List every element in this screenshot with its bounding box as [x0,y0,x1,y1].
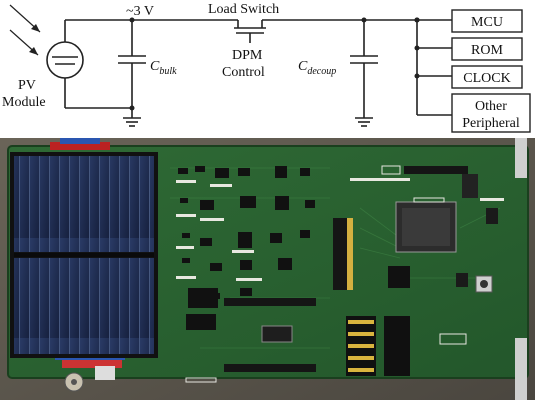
pin-header-top [404,166,468,174]
right-header [486,208,498,224]
right-chip [456,273,468,287]
pin-header-vertical [333,218,353,290]
mcu-label: MCU [471,15,503,30]
passive-components [178,166,315,299]
clock-box [451,65,523,89]
cdecoup-label: Cdecoup [298,59,336,77]
right-rod-top [515,138,527,178]
dpm-label-line1: DPM [232,48,263,63]
right-rod-bottom [515,338,527,400]
pv-label-line1: PV [18,78,36,93]
solar-panel-upper [14,156,154,252]
load-bus [414,17,452,116]
dpm-label-line2: Control [222,65,265,80]
rom-box [451,37,523,61]
crystal [462,174,478,198]
mcu-box [451,9,523,33]
jumper-array [346,316,410,376]
pcb-photo [0,138,535,400]
clock-label: CLOCK [463,71,510,86]
component-labels [176,178,504,281]
cdecoup-capacitor [350,17,378,127]
jumper-blocks [186,266,410,330]
other-peripheral-box [451,93,531,133]
light-arrows-icon [9,4,41,56]
rom-label: ROM [471,43,503,58]
circuit-schematic: PV Module ~3 V Cbulk [2,2,531,133]
pv-label-line2: Module [2,95,46,110]
silkscreen [185,165,467,383]
solar-panel-lower [14,258,154,354]
bottom-ic [261,325,293,343]
voltage-label: ~3 V [126,4,154,19]
cbulk-label: Cbulk [150,59,177,77]
pin-header-bottom [224,298,316,306]
load-switch-label: Load Switch [208,2,279,17]
other-peripheral-label-line1: Other [475,99,507,114]
pv-module-symbol [46,20,84,79]
mcu-chip [395,201,457,253]
other-peripheral-label-line2: Peripheral [462,116,520,131]
load-switch-symbol [234,20,266,43]
cbulk-capacitor [118,17,146,127]
